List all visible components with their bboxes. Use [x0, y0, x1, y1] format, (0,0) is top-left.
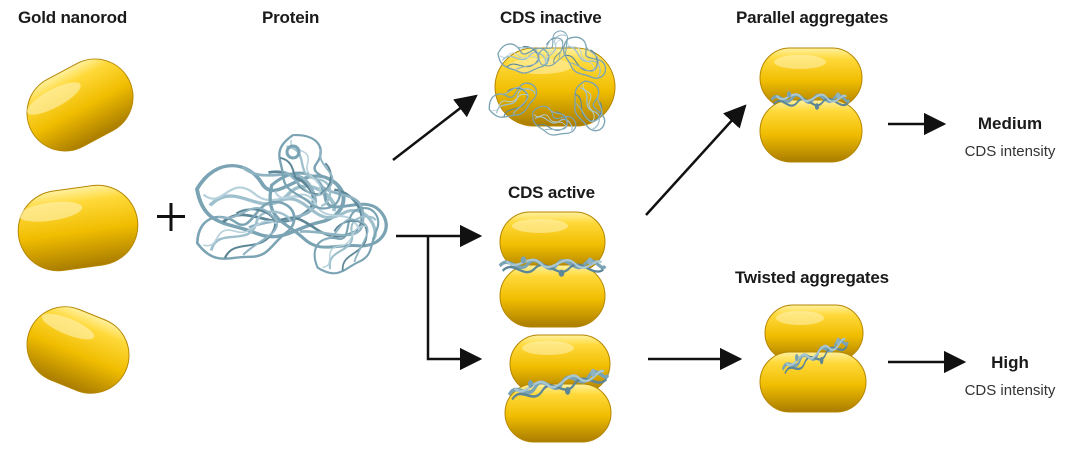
cds-active-pair-twisted [504, 334, 612, 443]
cds-active-pair [497, 211, 608, 328]
label-cds-inactive: CDS inactive [500, 8, 602, 27]
gold-nanorod-2 [17, 184, 139, 272]
label-twisted-aggregates: Twisted aggregates [735, 268, 889, 287]
gold-nanorod-3 [26, 306, 130, 394]
protein-structure [187, 126, 398, 289]
cds-inactive-rod [483, 26, 616, 141]
output-high-level: High [991, 353, 1029, 372]
label-cds-active: CDS active [508, 183, 595, 202]
gold-nanorod-1 [26, 58, 134, 152]
output-medium-level: Medium [977, 114, 1043, 133]
label-protein: Protein [262, 8, 320, 27]
label-parallel-aggregates: Parallel aggregates [736, 8, 889, 27]
arrow-branch-down [426, 236, 483, 371]
plus-sign [157, 203, 185, 231]
arrow-active-to-parallel [645, 104, 747, 216]
twisted-aggregate [759, 304, 867, 413]
arrows [392, 94, 967, 374]
arrow-protein-to-inactive [392, 94, 478, 161]
label-gold-nanorod: Gold nanorod [18, 8, 128, 27]
parallel-aggregate [759, 47, 863, 163]
output-medium-caption: CDS intensity [964, 143, 1056, 160]
output-high-caption: CDS intensity [964, 382, 1056, 399]
